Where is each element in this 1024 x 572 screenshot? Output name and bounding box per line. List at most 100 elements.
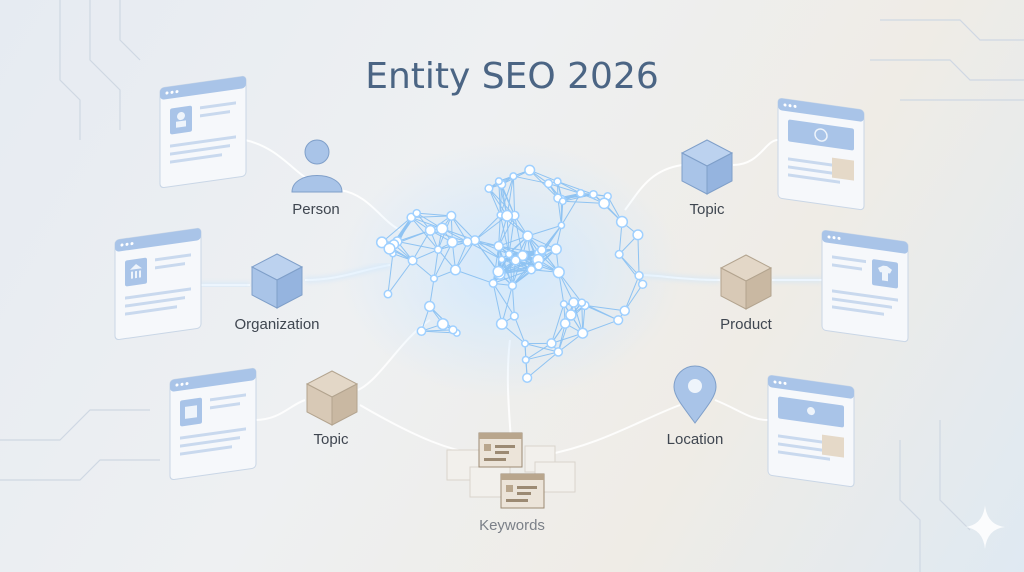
brain-node xyxy=(517,250,529,262)
brain-link xyxy=(381,217,412,243)
brain-link xyxy=(506,176,514,216)
location-webpage xyxy=(767,374,855,488)
brain-node xyxy=(424,224,436,236)
brain-node xyxy=(492,265,505,278)
brain-node xyxy=(577,327,589,339)
brain-node xyxy=(436,318,449,331)
brain-node xyxy=(536,245,547,255)
brain-node xyxy=(495,317,508,330)
brain-node xyxy=(615,215,629,228)
location-label: Location xyxy=(667,431,724,448)
brain-link xyxy=(582,319,619,334)
brain-node xyxy=(550,243,562,255)
brain-link xyxy=(455,269,494,284)
brain-link xyxy=(524,343,559,353)
brain-node xyxy=(634,270,644,281)
brain-link xyxy=(397,240,439,251)
brain-node xyxy=(449,264,462,276)
person-label: Person xyxy=(292,201,340,218)
brain-node xyxy=(429,274,439,283)
sparkle-icon xyxy=(965,505,1005,549)
brain-link xyxy=(618,254,640,276)
page-title: Entity SEO 2026 xyxy=(365,56,659,97)
brain-node xyxy=(522,372,533,383)
brain-node xyxy=(383,242,396,255)
brain-node xyxy=(565,309,577,321)
organization-cube-icon xyxy=(250,253,304,309)
brain-link xyxy=(562,193,594,202)
brain-link xyxy=(474,239,510,255)
brain-node xyxy=(497,255,506,264)
brain-link xyxy=(450,215,476,241)
brain-link xyxy=(412,230,431,261)
person-icon xyxy=(291,139,343,193)
brain-node xyxy=(488,278,498,288)
brain-node xyxy=(524,164,536,176)
brain-node xyxy=(526,265,537,275)
brain-link xyxy=(410,217,439,250)
brain-node xyxy=(559,300,568,309)
brain-link xyxy=(560,193,582,226)
brain-node xyxy=(433,245,443,254)
product-cube-icon xyxy=(719,254,773,310)
brain-node xyxy=(521,339,529,348)
brain-link xyxy=(529,169,559,199)
brain-node xyxy=(552,266,565,279)
brain-node xyxy=(557,221,566,230)
brain-node xyxy=(484,183,494,193)
brain-node xyxy=(446,236,459,248)
brain-node xyxy=(507,280,518,291)
brain-link xyxy=(474,215,508,241)
brain-node xyxy=(462,236,473,247)
brain-node xyxy=(407,255,418,266)
brain-link xyxy=(492,283,503,324)
brain-node xyxy=(598,197,611,210)
brain-link xyxy=(548,183,581,194)
brain-node xyxy=(559,318,571,329)
brain-link xyxy=(557,180,594,195)
brain-link xyxy=(433,242,453,279)
product-webpage xyxy=(821,229,909,343)
brain-link xyxy=(492,283,515,317)
brain-node xyxy=(383,289,393,299)
brain-node xyxy=(436,222,449,235)
brain-link xyxy=(560,201,564,226)
brain-node xyxy=(614,249,624,259)
brain-node xyxy=(589,189,598,199)
brain-node xyxy=(375,236,388,249)
brain-link xyxy=(562,200,605,204)
brain-node xyxy=(558,197,567,206)
brain-link xyxy=(492,246,500,284)
topic-webpage xyxy=(169,367,257,481)
brain-link xyxy=(474,214,501,241)
brain-node xyxy=(412,208,422,218)
brain-node xyxy=(509,311,519,321)
brain-node xyxy=(521,355,530,364)
brain-node xyxy=(448,325,458,335)
topic-webpage-right xyxy=(777,97,865,211)
brain-link xyxy=(526,351,559,379)
organization-label: Organization xyxy=(234,316,319,333)
brain-link xyxy=(541,225,562,251)
brain-node xyxy=(577,298,587,307)
brain-link xyxy=(551,303,565,344)
brain-node xyxy=(494,177,503,186)
brain-node xyxy=(446,210,457,221)
brain-link xyxy=(455,239,476,271)
brain-link xyxy=(387,260,414,295)
brain-link xyxy=(513,315,526,344)
brain-link xyxy=(527,224,562,237)
keywords-cards-icon xyxy=(446,432,576,509)
location-pin-icon xyxy=(673,365,717,424)
brain-link xyxy=(433,249,439,279)
organization-webpage xyxy=(114,227,202,341)
topic-cube-icon-right xyxy=(680,139,734,195)
brain-node xyxy=(533,261,544,271)
brain-link xyxy=(511,285,515,317)
brain-node xyxy=(543,178,554,189)
brain-link xyxy=(637,234,640,276)
brain-link xyxy=(558,271,583,303)
brain-link xyxy=(624,284,644,312)
brain-link xyxy=(513,175,549,185)
